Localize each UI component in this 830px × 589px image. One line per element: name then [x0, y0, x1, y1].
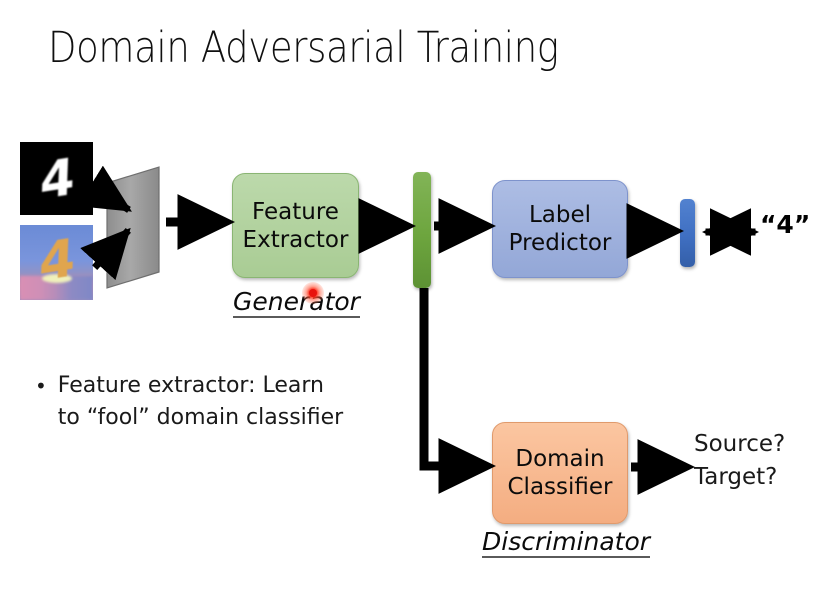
label-predictor-line1: Label	[528, 202, 592, 228]
domain-classifier-line2: Classifier	[507, 474, 613, 500]
target-domain-image: 4	[20, 225, 93, 300]
label-prediction-text: “4”	[760, 210, 811, 239]
label-output-bar	[680, 199, 695, 267]
bullet-marker: •	[35, 374, 47, 398]
source-domain-image: 4	[20, 142, 93, 215]
page-title: Domain Adversarial Training	[48, 23, 559, 73]
bullet-note-line2: to “fool” domain classifier	[57, 405, 344, 430]
image-highlight-blob	[42, 274, 72, 283]
mnist-digit-glyph: 4	[35, 147, 78, 210]
discriminator-caption: Discriminator	[482, 527, 651, 558]
label-predictor-block[interactable]: Label Predictor	[492, 180, 628, 278]
arrow-vector-to-domain-classifier	[419, 288, 496, 494]
domain-classifier-block[interactable]: Domain Classifier	[492, 422, 628, 524]
laser-pointer-dot	[302, 282, 324, 304]
domain-output-line1: Source?	[694, 431, 786, 457]
feature-extractor-line1: Feature	[252, 198, 339, 225]
bullet-note-line1: Feature extractor: Learn	[57, 373, 324, 398]
domain-classifier-line1: Domain	[515, 446, 605, 472]
generator-caption: Generator	[233, 287, 360, 318]
feature-extractor-block[interactable]: Feature Extractor	[232, 173, 359, 278]
domain-output-line2: Target?	[694, 464, 778, 490]
feature-vector-bar	[413, 172, 431, 288]
input-plane-shape	[106, 166, 162, 289]
domain-output-text: Source? Target?	[694, 428, 785, 494]
bullet-note: • Feature extractor: Learn to “fool” dom…	[35, 370, 425, 434]
bullet-note-text: Feature extractor: Learn to “fool” domai…	[58, 370, 343, 434]
label-predictor-line2: Predictor	[508, 230, 612, 256]
feature-extractor-line2: Extractor	[242, 226, 349, 253]
mnistm-digit-glyph: 4	[34, 228, 79, 293]
